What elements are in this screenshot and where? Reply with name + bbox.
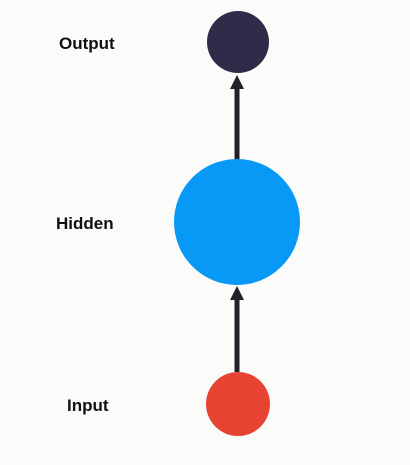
output-layer-label: Output [59, 34, 115, 53]
connection-hidden-to-output [230, 75, 244, 160]
input-layer-label: Input [67, 396, 109, 415]
input-node [206, 372, 270, 436]
connection-input-to-hidden [230, 286, 244, 372]
hidden-node [174, 159, 300, 285]
arrowhead-input-hidden [230, 286, 244, 300]
hidden-layer-label: Hidden [56, 214, 114, 233]
output-node [207, 11, 269, 73]
arrowhead-hidden-output [230, 75, 244, 89]
